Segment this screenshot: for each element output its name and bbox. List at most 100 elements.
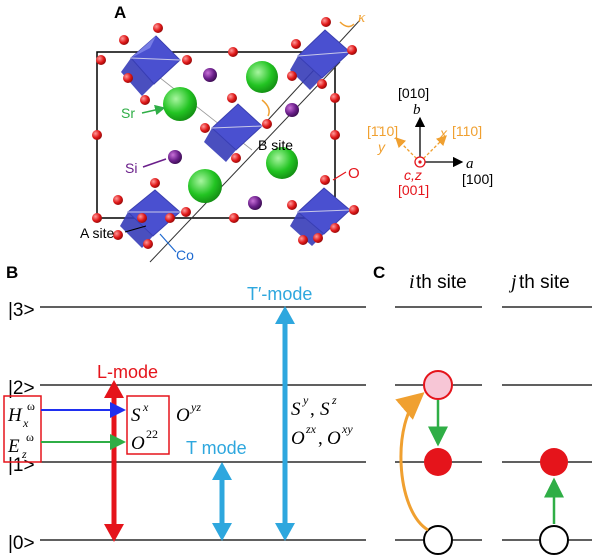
svg-text:O: O <box>327 428 341 449</box>
panel-b-letter: B <box>6 263 18 282</box>
oyz-operator: O yz <box>176 400 201 426</box>
level-1-label: |1> <box>8 455 35 476</box>
level-2-label: |2> <box>8 378 35 399</box>
co-pointer <box>159 233 177 253</box>
svg-text:y: y <box>302 393 309 407</box>
svg-text:S: S <box>291 399 301 420</box>
kappa-arc <box>339 21 355 28</box>
svg-text:ω: ω <box>26 430 34 444</box>
l-mode-arrow <box>104 380 124 542</box>
kappa-label: κ <box>358 10 366 26</box>
y-direction-label: [1̄10] <box>367 123 398 139</box>
t-mode-arrow <box>212 462 232 541</box>
co-octahedron-center <box>204 103 263 162</box>
si-atom <box>285 103 299 117</box>
operator-box <box>126 395 170 455</box>
svg-text:xy: xy <box>341 422 353 436</box>
level-3-label: |3> <box>8 300 35 321</box>
ez-field-label: E z ω <box>7 430 34 461</box>
a-site-label: A site <box>80 225 114 241</box>
b-axis-label: b <box>413 102 421 118</box>
panel-b: B |3> |2> |1> |0> L-mode T mode T′ <box>3 263 366 554</box>
jth-state-1 <box>540 448 568 476</box>
svg-text:S: S <box>131 405 141 426</box>
y-axis-arrow <box>395 137 421 163</box>
panel-c-letter: C <box>373 263 385 282</box>
svg-text:O: O <box>131 433 145 454</box>
ith-state-1 <box>424 448 452 476</box>
sx-operator: S x <box>131 400 149 426</box>
tprime-mode-arrow <box>275 306 295 541</box>
svg-text:z: z <box>21 447 27 461</box>
svg-text:,: , <box>318 428 323 449</box>
o-atoms <box>92 17 359 249</box>
co-label: Co <box>176 247 194 263</box>
svg-text:ω: ω <box>27 399 35 413</box>
si-atom <box>248 196 262 210</box>
ozx-oxy-operators: O zx , O xy <box>291 422 353 449</box>
svg-text:j: j <box>508 271 517 293</box>
o-pointer <box>332 171 347 181</box>
sr-label: Sr <box>121 105 135 121</box>
sr-atom <box>246 61 278 93</box>
o22-operator: O 22 <box>131 427 158 454</box>
a-direction-label: [100] <box>462 171 493 187</box>
svg-text:zx: zx <box>305 422 317 436</box>
x-axis-arrow <box>419 135 447 163</box>
axis-diagram: [010] b [1̄10] y x [110] a [100] c,z [00… <box>367 85 493 198</box>
svg-text:O: O <box>291 428 305 449</box>
svg-text:th site: th site <box>519 272 570 293</box>
sr-atom <box>163 87 197 121</box>
svg-text:S: S <box>320 399 330 420</box>
svg-text:,: , <box>310 399 315 420</box>
jth-site-title: j th site <box>508 271 570 293</box>
field-box <box>3 395 42 463</box>
hx-field-label: H x ω <box>7 399 35 430</box>
ith-ground-state <box>423 525 453 555</box>
b-site-label: B site <box>258 137 293 153</box>
svg-text:i: i <box>409 271 415 293</box>
svg-text:H: H <box>7 405 23 426</box>
si-atom <box>203 68 217 82</box>
l-mode-label: L-mode <box>97 362 158 382</box>
si-label: Si <box>125 160 137 176</box>
svg-text:th site: th site <box>416 272 467 293</box>
cz-axis-label: c,z <box>404 167 422 183</box>
svg-text:O: O <box>176 405 190 426</box>
kappa-arc-center <box>261 99 270 117</box>
panel-a: A κ <box>80 3 493 263</box>
si-pointer <box>142 158 167 168</box>
sr-atom <box>188 169 222 203</box>
jth-ground-state <box>539 525 569 555</box>
sy-sz-operators: S y , S z <box>291 393 337 420</box>
si-atom <box>168 150 182 164</box>
t-mode-label: T mode <box>186 438 247 458</box>
a-axis-label: a <box>466 156 474 172</box>
level-0-label: |0> <box>8 533 35 554</box>
co-octahedron-top-left <box>121 35 181 96</box>
panel-a-letter: A <box>114 3 126 22</box>
svg-text:x: x <box>142 400 149 414</box>
o-label: O <box>348 165 360 182</box>
diagonal-line-1 <box>149 61 341 263</box>
co-octahedron-bottom-left <box>120 189 181 248</box>
co-octahedron-top-right <box>290 29 351 90</box>
ith-site-title: i th site <box>409 271 467 293</box>
b-direction-label: [010] <box>398 85 429 101</box>
tprime-mode-label: T′-mode <box>247 284 312 304</box>
panel-c: C i th site j th site <box>373 263 592 555</box>
c-direction-label: [001] <box>398 182 429 198</box>
ith-excitation-arrow <box>395 392 429 532</box>
svg-text:x: x <box>22 416 29 430</box>
a-site-pointer <box>124 225 147 233</box>
y-axis-label: y <box>377 139 386 155</box>
ith-excited-state-2 <box>423 370 453 400</box>
sr-atom <box>266 147 298 179</box>
svg-text:22: 22 <box>146 427 158 441</box>
svg-text:yz: yz <box>190 400 201 414</box>
sr-pointer <box>141 104 166 116</box>
x-axis-label: x <box>439 125 448 141</box>
svg-text:z: z <box>331 393 337 407</box>
x-direction-label: [110] <box>452 123 482 139</box>
